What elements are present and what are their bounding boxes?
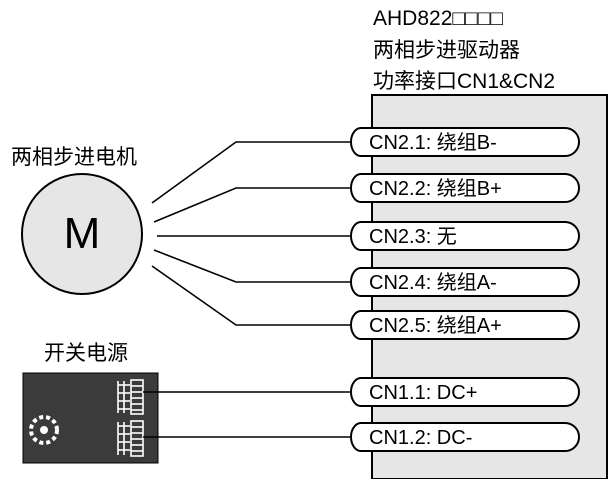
- motor-symbol: M: [63, 209, 101, 258]
- psu-wires: [143, 391, 356, 438]
- motor-label: 两相步进电机: [11, 146, 137, 169]
- psu-terminal-top: [117, 379, 144, 415]
- pin-label-cn1-2: CN1.2: DC-: [369, 427, 473, 449]
- pin-pill-cn2-4: [350, 267, 580, 297]
- motor-circle: [21, 173, 143, 295]
- psu-fan-ring: [29, 415, 59, 445]
- pin-pill-cn1-1: [350, 377, 580, 407]
- wire-cn2-2: [153, 187, 356, 223]
- pin-pill-cn2-2: [350, 173, 580, 203]
- power-port-label: 功率接口CN1&CN2: [373, 70, 556, 93]
- pin-label-cn1-1: CN1.1: DC+: [369, 382, 478, 404]
- wire-cn2-1: [151, 141, 356, 204]
- pin-label-cn2-2: CN2.2: 绕组B+: [369, 178, 502, 200]
- power-supply: [22, 372, 159, 464]
- wire-cn2-4: [153, 249, 356, 283]
- psu-terminal-bottom: [117, 420, 144, 457]
- pin-pill-cn2-5: [350, 310, 580, 340]
- pin-label-cn2-5: CN2.5: 绕组A+: [369, 315, 502, 337]
- pin-label-cn2-3: CN2.3: 无: [369, 226, 457, 248]
- pin-label-cn2-4: CN2.4: 绕组A-: [369, 272, 497, 294]
- pin-connectors: [350, 127, 580, 452]
- pin-label-cn2-1: CN2.1: 绕组B-: [369, 132, 497, 154]
- power-supply-label: 开关电源: [44, 342, 128, 365]
- pin-pill-cn2-1: [350, 127, 580, 157]
- wire-cn2-5: [151, 265, 356, 326]
- driver-model-label: AHD822□□□□: [373, 7, 504, 30]
- psu-fan-hub: [40, 426, 48, 434]
- driver-name-label: 两相步进驱动器: [373, 39, 520, 62]
- motor-wires: [151, 141, 356, 326]
- pin-pill-cn1-2: [350, 422, 580, 452]
- pin-pill-cn2-3: [350, 221, 580, 251]
